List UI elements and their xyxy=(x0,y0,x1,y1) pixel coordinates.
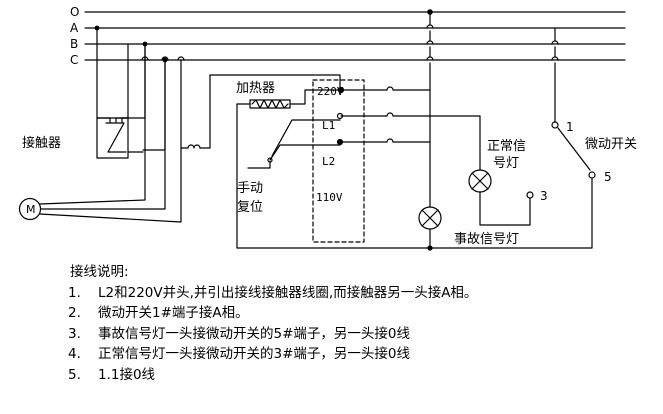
bus-label-o: O xyxy=(70,5,79,19)
terminal-3-label: 3 xyxy=(540,189,548,203)
terminal-l2-label: L2 xyxy=(322,155,335,168)
crossover-hops xyxy=(141,24,559,149)
note-text: 微动开关1#端子接A相。 xyxy=(98,305,249,321)
motor-label: M xyxy=(26,203,36,216)
terminal-block xyxy=(312,79,365,243)
bus-lines xyxy=(84,11,626,61)
manual-reset-label-1: 手动 xyxy=(237,181,263,196)
contactor-symbol xyxy=(96,27,341,159)
bus-label-b: B xyxy=(70,37,78,51)
fault-lamp-branch xyxy=(418,11,442,249)
motor-wiring xyxy=(18,43,182,223)
note-number: 4. xyxy=(68,346,81,362)
terminal-1-label: 1 xyxy=(566,120,574,134)
terminal-5-label: 5 xyxy=(604,170,612,184)
bus-label-a: A xyxy=(70,21,79,35)
microswitch-label: 微动开关 xyxy=(585,137,637,152)
microswitch xyxy=(429,27,596,249)
contactor-label: 接触器 xyxy=(22,135,61,151)
note-item: 3. 事故信号灯一头接微动开关的5#端子，另一头接0线 xyxy=(68,324,658,345)
note-number: 2. xyxy=(68,305,81,321)
bus-label-c: C xyxy=(70,53,78,67)
terminal-wires xyxy=(336,86,481,146)
note-number: 3. xyxy=(68,325,81,342)
note-text: L2和220V并头,并引出接线接触器线圈,而接触器另一头接A相。 xyxy=(98,284,478,301)
heater-label: 加热器 xyxy=(236,81,275,96)
manual-reset-switch xyxy=(247,119,341,169)
note-text: 事故信号灯一头接微动开关的5#端子，另一头接0线 xyxy=(98,325,410,342)
terminal-220v-label: 220V xyxy=(317,85,344,98)
note-item: 4. 正常信号灯一头接微动开关的3#端子，另一头接0线 xyxy=(68,344,658,365)
note-text: 正常信号灯一头接微动开关的3#端子，另一头接0线 xyxy=(98,346,410,362)
junction-dots xyxy=(94,9,433,251)
note-number: 5. xyxy=(68,366,81,383)
wiring-notes: 接线说明: 1. L2和220V并头,并引出接线接触器线圈,而接触器另一头接A相。… xyxy=(68,262,658,385)
notes-heading: 接线说明: xyxy=(70,264,129,280)
normal-lamp-branch xyxy=(468,115,534,226)
normal-lamp-label-1: 正常信 xyxy=(487,139,526,154)
wiring-diagram: O A B C 接触器 加热器 220V L1 L2 110V 手动 复位 M … xyxy=(18,5,637,251)
note-item: 5. 1.1接0线 xyxy=(68,365,658,386)
normal-lamp-label-2: 号灯 xyxy=(493,156,519,171)
terminal-l1-label: L1 xyxy=(322,119,335,132)
note-item: 1. L2和220V并头,并引出接线接触器线圈,而接触器另一头接A相。 xyxy=(68,283,658,304)
manual-reset-label-2: 复位 xyxy=(237,200,263,215)
note-item: 2. 微动开关1#端子接A相。 xyxy=(68,303,658,324)
note-text: 1.1接0线 xyxy=(98,366,156,383)
fault-lamp-label: 事故信号灯 xyxy=(454,232,519,247)
note-number: 1. xyxy=(68,284,81,301)
terminal-110v-label: 110V xyxy=(316,191,343,204)
heater-element xyxy=(236,89,431,249)
